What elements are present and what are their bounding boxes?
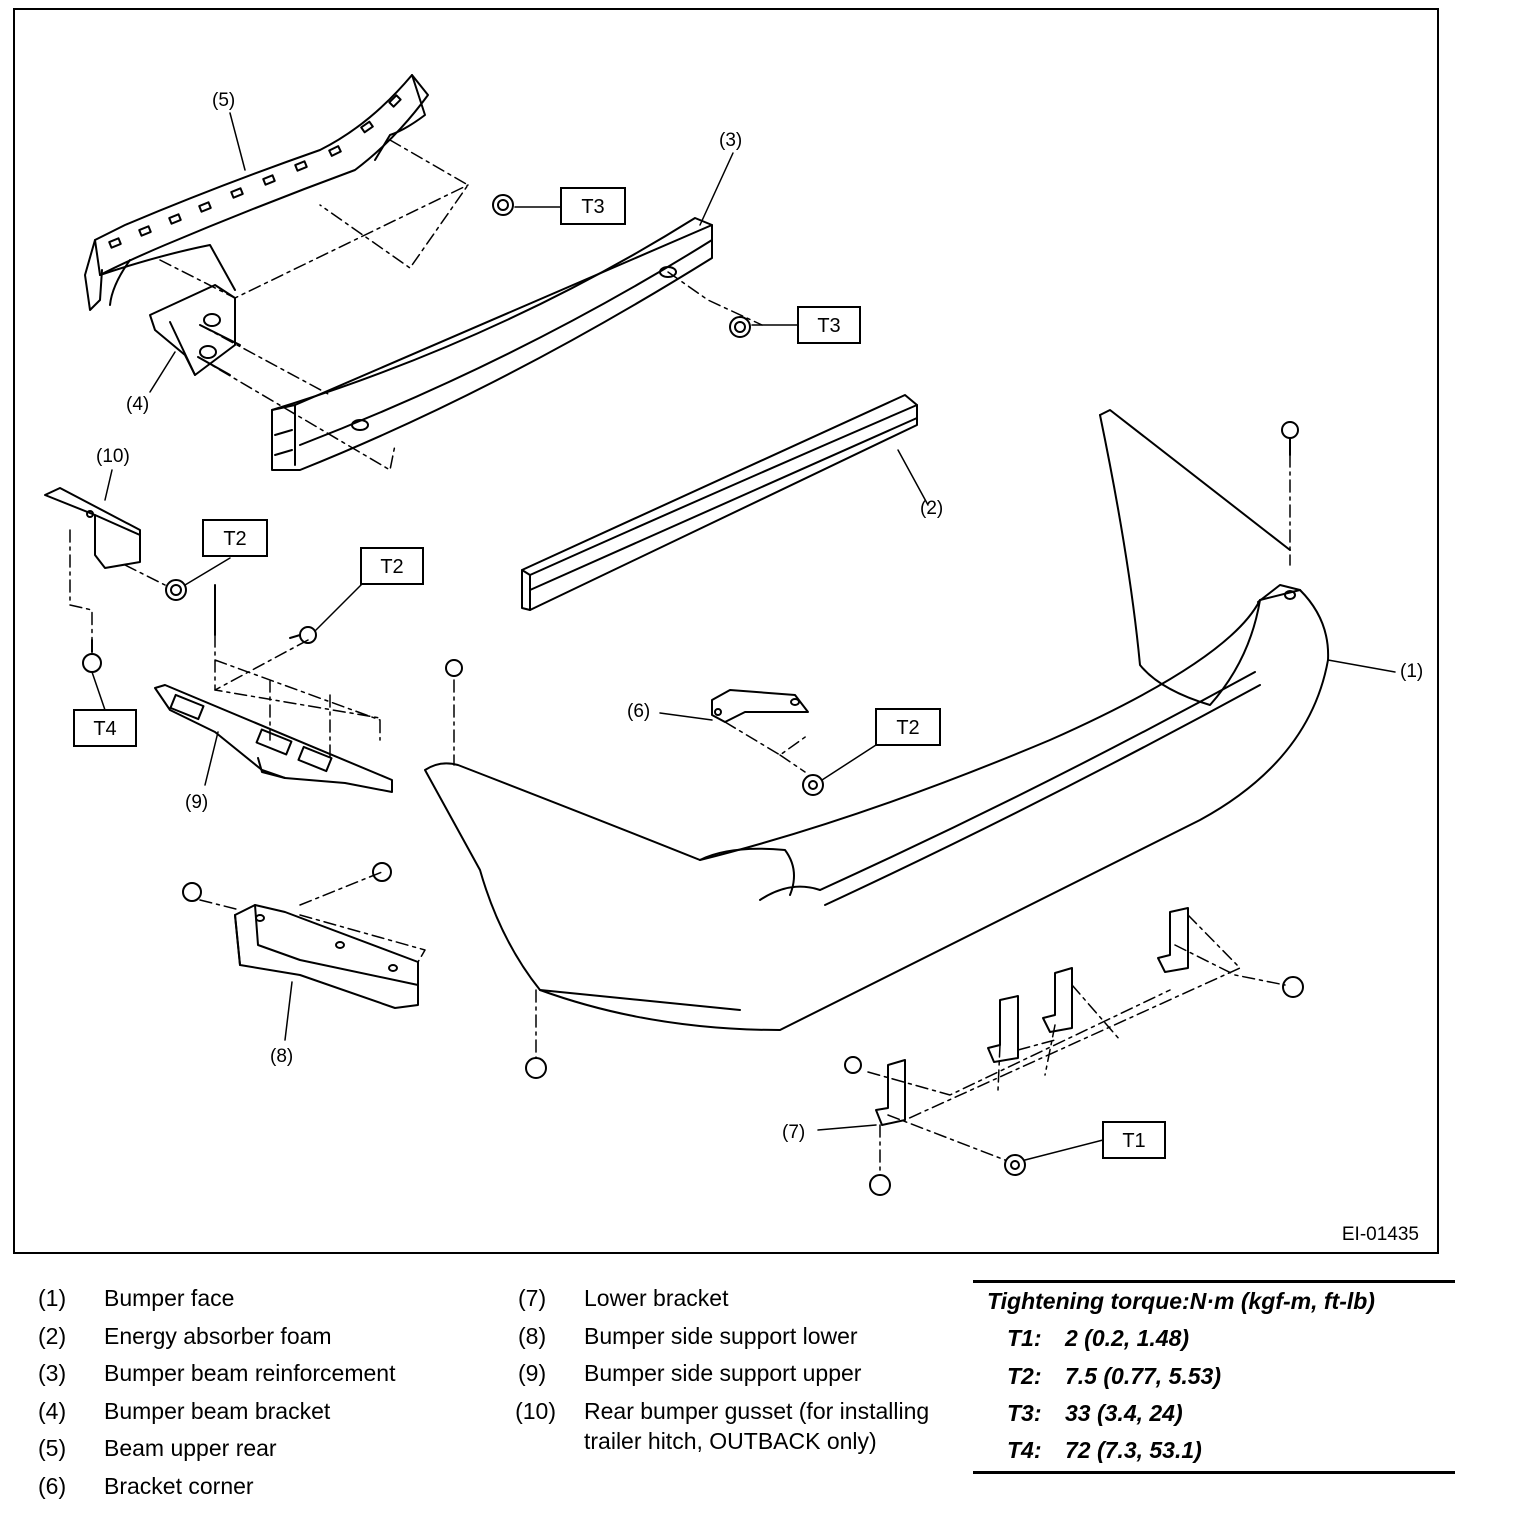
t3-tag-lower: T3 <box>817 315 840 337</box>
callout-5: (5) <box>212 90 235 111</box>
callout-6: (6) <box>627 701 650 722</box>
t4-tag: T4 <box>93 718 116 740</box>
figure-id: EI-01435 <box>1341 1224 1419 1245</box>
fasteners <box>82 194 1304 1196</box>
callout-3: (3) <box>719 130 742 151</box>
torque-code: T2: <box>1007 1363 1042 1389</box>
torque-tags: T3 T3 T2 T2 T2 T4 T1 <box>73 187 1166 1159</box>
legend-text: Bumper beam bracket <box>104 1397 331 1424</box>
legend-text: Bracket corner <box>104 1472 254 1499</box>
lower-bracket-part <box>875 907 1189 1126</box>
callout-10: (10) <box>96 446 130 467</box>
t1-tag-box <box>1102 1121 1166 1159</box>
torque-value: 72 (7.3, 53.1) <box>1065 1437 1202 1463</box>
torque-row-t1: T1: 2 (0.2, 1.48) <box>1007 1325 1189 1352</box>
torque-row-t3: T3: 33 (3.4, 24) <box>1007 1400 1183 1427</box>
t3-tag-box-upper <box>560 187 626 225</box>
t2-tag-box-mid <box>360 547 424 585</box>
legend-num: (7) <box>518 1285 547 1311</box>
torque-title: Tightening torque:N·m (kgf-m, ft-lb) <box>987 1288 1375 1314</box>
callout-labels: (5) (3) (4) (10) (2) (1) (6) (9) (8) (7) <box>96 90 1423 1143</box>
t2-tag-right: T2 <box>896 717 919 739</box>
legend-text: Bumper side support upper <box>584 1360 862 1386</box>
callout-4: (4) <box>126 394 149 415</box>
assembly-lines <box>69 139 1291 1171</box>
legend-text: Beam upper rear <box>104 1435 277 1461</box>
legend-text: Bumper beam reinforcement <box>104 1360 396 1386</box>
t2-tag-box-right <box>875 708 941 746</box>
t2-tag-mid: T2 <box>380 556 403 578</box>
t3-tag-box-lower <box>797 306 861 344</box>
legend-num: (5) <box>38 1435 67 1461</box>
bumper-beam-reinforcement-part <box>271 217 713 471</box>
legend-num: (10) <box>515 1397 556 1424</box>
t4-tag-box <box>73 709 137 747</box>
callout-1: (1) <box>1400 661 1423 682</box>
torque-code: T4: <box>1007 1437 1042 1463</box>
legend-text: Bumper face <box>104 1285 235 1311</box>
legend-num: (4) <box>38 1397 67 1424</box>
legend-text: Rear bumper gusset (for installing <box>584 1397 930 1424</box>
t2-tag-left: T2 <box>223 528 246 550</box>
callout-7: (7) <box>782 1122 805 1143</box>
bumper-side-support-lower-part <box>234 904 419 1009</box>
exploded-diagram: T3 T3 T2 T2 T2 T4 T1 (5) (3) (4) (10) (2… <box>44 74 1423 1196</box>
legend-text: Bumper side support lower <box>584 1322 858 1349</box>
rear-bumper-gusset-part <box>44 487 141 569</box>
torque-panel: Tightening torque:N·m (kgf-m, ft-lb) T1:… <box>973 1280 1455 1474</box>
leader-lines <box>91 112 1396 1161</box>
beam-upper-rear-part <box>84 74 429 311</box>
torque-code: T1: <box>1007 1325 1042 1351</box>
torque-row-t2: T2: 7.5 (0.77, 5.53) <box>1007 1363 1221 1390</box>
t1-tag: T1 <box>1122 1130 1145 1152</box>
legend-num: (2) <box>38 1322 67 1349</box>
torque-value: 2 (0.2, 1.48) <box>1065 1325 1190 1351</box>
legend-num: (3) <box>38 1360 67 1386</box>
t3-tag-upper: T3 <box>581 196 604 218</box>
bumper-beam-bracket-part <box>149 284 241 376</box>
torque-row-t4: T4: 72 (7.3, 53.1) <box>1007 1437 1202 1464</box>
diagram-frame: EI-01435 <box>13 8 1439 1254</box>
legend-num: (6) <box>38 1472 67 1499</box>
callout-8: (8) <box>270 1046 293 1067</box>
bracket-corner-part <box>711 689 809 723</box>
legend-text: Lower bracket <box>584 1285 729 1311</box>
torque-code: T3: <box>1007 1400 1042 1426</box>
callout-9: (9) <box>185 792 208 813</box>
legend-text: Energy absorber foam <box>104 1322 332 1349</box>
legend-num: (9) <box>518 1360 547 1386</box>
bumper-side-support-upper-part <box>154 684 393 793</box>
legend-num: (8) <box>518 1322 547 1349</box>
bumper-face-part <box>424 409 1330 1031</box>
torque-value: 7.5 (0.77, 5.53) <box>1065 1363 1221 1389</box>
energy-absorber-foam-part <box>521 394 918 611</box>
torque-value: 33 (3.4, 24) <box>1065 1400 1183 1426</box>
callout-2: (2) <box>920 498 943 519</box>
legend-num: (1) <box>38 1285 67 1311</box>
t2-tag-box-left <box>202 519 268 557</box>
legend-text-continued: trailer hitch, OUTBACK only) <box>584 1427 877 1454</box>
